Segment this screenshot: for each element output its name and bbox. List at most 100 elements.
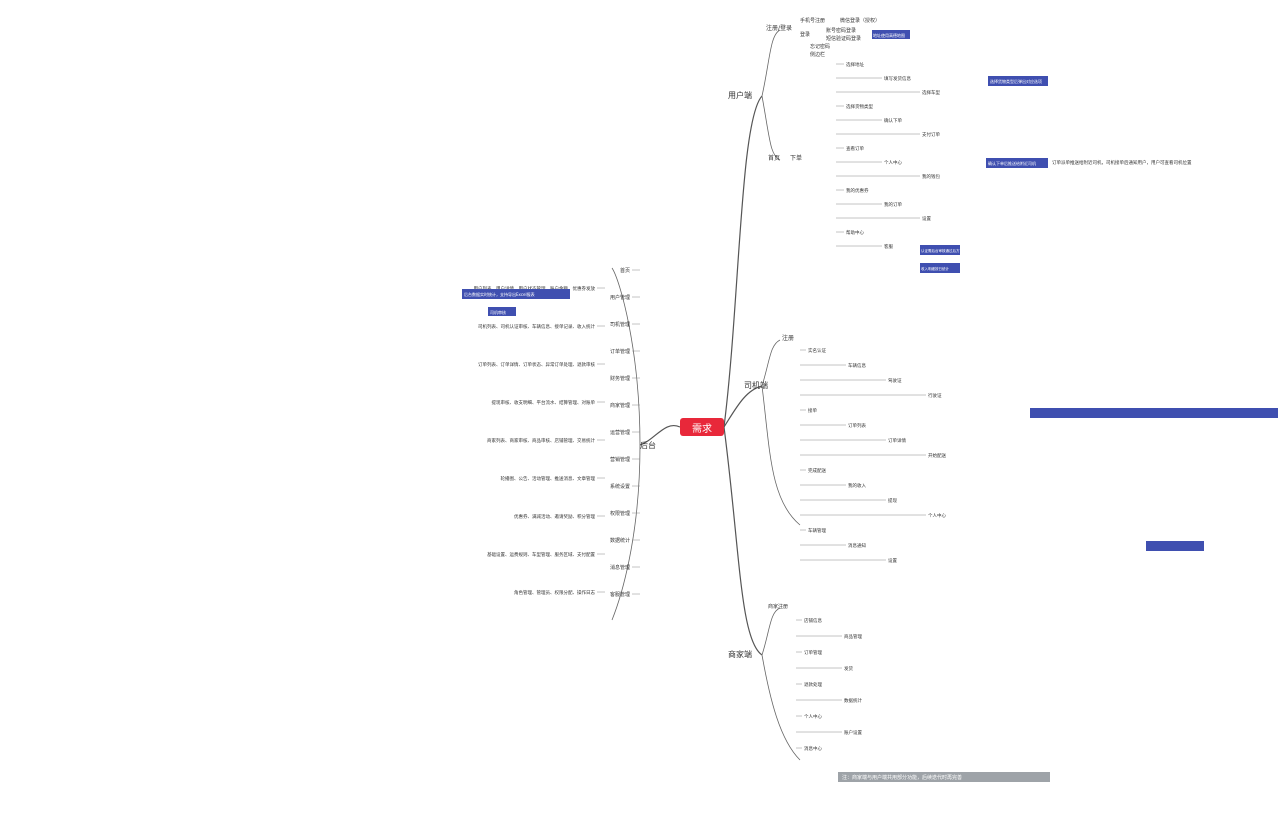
backend-item-node: 系统设置 <box>610 483 630 490</box>
backend-row-node: 基础设置、运费规则、车型管理、服务区域、支付配置 <box>487 551 595 558</box>
backend-highlight-1-text: 司机审核 <box>490 309 506 315</box>
user-home: 首页 <box>768 154 780 162</box>
backend-item-node: 数据统计 <box>610 537 630 544</box>
driver-detail-node: 设置 <box>888 557 897 564</box>
backend-item-node: 司机管理 <box>610 321 630 328</box>
backend-row-node: 优惠券、满减活动、邀请奖励、积分管理 <box>514 513 595 520</box>
merchant-detail-node: 店铺信息 <box>804 617 822 624</box>
user-order: 下单 <box>790 154 802 162</box>
driver-detail-node: 完成配送 <box>808 467 826 474</box>
driver-detail-node: 实名认证 <box>808 347 826 354</box>
user-highlight-2-text: 确认下单后推送给附近司机 <box>988 160 1036 166</box>
branch-label-driver: 司机端 <box>744 380 768 390</box>
merchant-note-box <box>838 772 1050 782</box>
user-detail-nodes: 选择地址填写发货信息选择车型选择货物类型确认下单支付订单查看订单个人中心我的钱包… <box>836 61 940 250</box>
backend-item-node: 权限管理 <box>610 510 630 517</box>
merchant-detail-node: 个人中心 <box>804 713 822 720</box>
backend-item-node: 消息管理 <box>610 564 630 571</box>
backend-item-nodes: 首页用户管理司机管理订单管理财务管理商家管理运营管理营销管理系统设置权限管理数据… <box>610 267 640 598</box>
backend-item-node: 运营管理 <box>610 429 630 436</box>
backend-item-node: 用户管理 <box>610 294 630 301</box>
user-detail-node: 帮助中心 <box>846 229 864 236</box>
merchant-sub-line <box>761 607 801 761</box>
driver-detail-node: 提现 <box>888 497 897 504</box>
branch-label-user: 用户端 <box>728 90 752 100</box>
driver-sub-line <box>761 339 801 526</box>
merchant-detail-node: 账户设置 <box>844 729 862 736</box>
backend-item-node: 商家管理 <box>610 402 630 409</box>
backend-row-node: 商家列表、商家审核、商品审核、店铺管理、交易统计 <box>487 437 595 444</box>
user-detail-node: 选择货物类型 <box>846 103 873 110</box>
user-highlight-2 <box>986 158 1048 168</box>
user-detail-node: 我的订单 <box>884 201 902 208</box>
branch-line-user <box>723 95 763 428</box>
backend-highlight-0 <box>462 289 570 299</box>
backend-item-node: 营销管理 <box>610 456 630 463</box>
backend-row-nodes: 用户列表、用户详情、用户状态管理、账户余额、优惠券发放司机列表、司机认证审核、车… <box>474 285 605 596</box>
user-sidebar: 侧边栏 <box>810 51 825 58</box>
user-highlight-0 <box>872 30 910 39</box>
merchant-detail-node: 发货 <box>844 665 853 672</box>
driver-detail-node: 车辆信息 <box>848 362 866 369</box>
backend-row-node: 司机列表、司机认证审核、车辆信息、接单记录、收入统计 <box>478 323 595 330</box>
driver-highlight-0 <box>920 245 960 255</box>
branch-label-backend: 后台 <box>640 440 656 450</box>
driver-highlight-3 <box>1146 541 1204 551</box>
user-highlight-0-text: 地址使用高德地图 <box>873 32 905 38</box>
driver-detail-node: 消息通知 <box>848 542 866 549</box>
user-highlight-1-text: 选择货物类型后弹出对应选项 <box>990 78 1042 84</box>
backend-bracket <box>611 267 641 621</box>
driver-detail-node: 行驶证 <box>928 392 942 399</box>
user-detail-node: 支付订单 <box>922 131 940 138</box>
driver-highlight-1 <box>920 263 960 273</box>
backend-row-node: 订单列表、订单详情、订单状态、异常订单处理、退款审核 <box>478 361 595 368</box>
user-detail-node: 我的优惠券 <box>846 187 869 194</box>
merchant-register: 商家注册 <box>768 603 788 610</box>
user-detail-node: 确认下单 <box>884 117 902 124</box>
driver-detail-node: 订单详情 <box>888 437 906 444</box>
user-detail-node: 选择地址 <box>846 61 864 68</box>
driver-highlight-2 <box>1030 408 1278 418</box>
user-phone-verify: 手机号注册 <box>800 17 825 24</box>
driver-detail-node: 车辆管理 <box>808 527 826 534</box>
branch-line-driver <box>723 385 763 428</box>
backend-item-node: 订单管理 <box>610 348 630 355</box>
branch-line-backend <box>639 424 681 446</box>
user-highlight-1 <box>988 76 1048 86</box>
user-detail-node: 个人中心 <box>884 159 902 166</box>
driver-detail-node: 我的收入 <box>848 482 866 489</box>
user-detail-node: 客服 <box>884 243 893 250</box>
user-detail-node: 我的钱包 <box>922 173 940 180</box>
driver-detail-nodes: 实名认证车辆信息驾驶证行驶证接单订单列表订单详情开始配送完成配送我的收入提现个人… <box>800 347 946 564</box>
merchant-detail-node: 数据统计 <box>844 697 862 704</box>
driver-detail-node: 接单 <box>808 407 817 414</box>
driver-highlight-0-text: 认证需后台审核通过后方可接单 <box>921 248 970 253</box>
merchant-note: 注：商家端与用户端共用部分功能，后续迭代时再完善 <box>842 774 962 781</box>
backend-row-node: 轮播图、公告、活动管理、推送消息、文章管理 <box>501 475 596 482</box>
user-wechat-login: 微信登录（授权） <box>840 17 880 24</box>
merchant-detail-node: 商品管理 <box>844 633 862 640</box>
user-login-item-1: 短信验证码登录 <box>826 35 861 42</box>
backend-row-node: 角色管理、管理员、权限分配、操作日志 <box>514 589 595 596</box>
backend-item-node: 财务管理 <box>610 375 630 382</box>
branch-label-merchant: 商家端 <box>728 649 752 659</box>
driver-detail-node: 开始配送 <box>928 452 946 459</box>
user-register-login: 注册/登录 <box>766 24 792 32</box>
user-detail-node: 选择车型 <box>922 89 940 96</box>
merchant-detail-node: 消息中心 <box>804 745 822 752</box>
driver-register: 注册 <box>782 334 794 342</box>
branch-line-merchant <box>723 426 763 656</box>
backend-row-node: 提现审核、收支明细、平台流水、结算管理、对账单 <box>492 399 596 406</box>
driver-detail-node: 个人中心 <box>928 512 946 519</box>
backend-row-node: 用户列表、用户详情、用户状态管理、账户余额、优惠券发放 <box>474 285 596 292</box>
merchant-detail-node: 订单管理 <box>804 649 822 656</box>
driver-detail-node: 驾驶证 <box>888 377 902 384</box>
driver-detail-node: 订单列表 <box>848 422 866 429</box>
merchant-detail-node: 退款处理 <box>804 681 822 688</box>
backend-highlight-0-text: 后台数据实时统计，支持导出Excel报表 <box>464 291 535 297</box>
user-detail-node: 查看订单 <box>846 145 864 152</box>
driver-highlight-1-text: 收入明细按日统计 <box>921 266 949 271</box>
user-detail-node: 填写发货信息 <box>884 75 911 82</box>
root-node[interactable]: 需求 <box>680 418 724 436</box>
